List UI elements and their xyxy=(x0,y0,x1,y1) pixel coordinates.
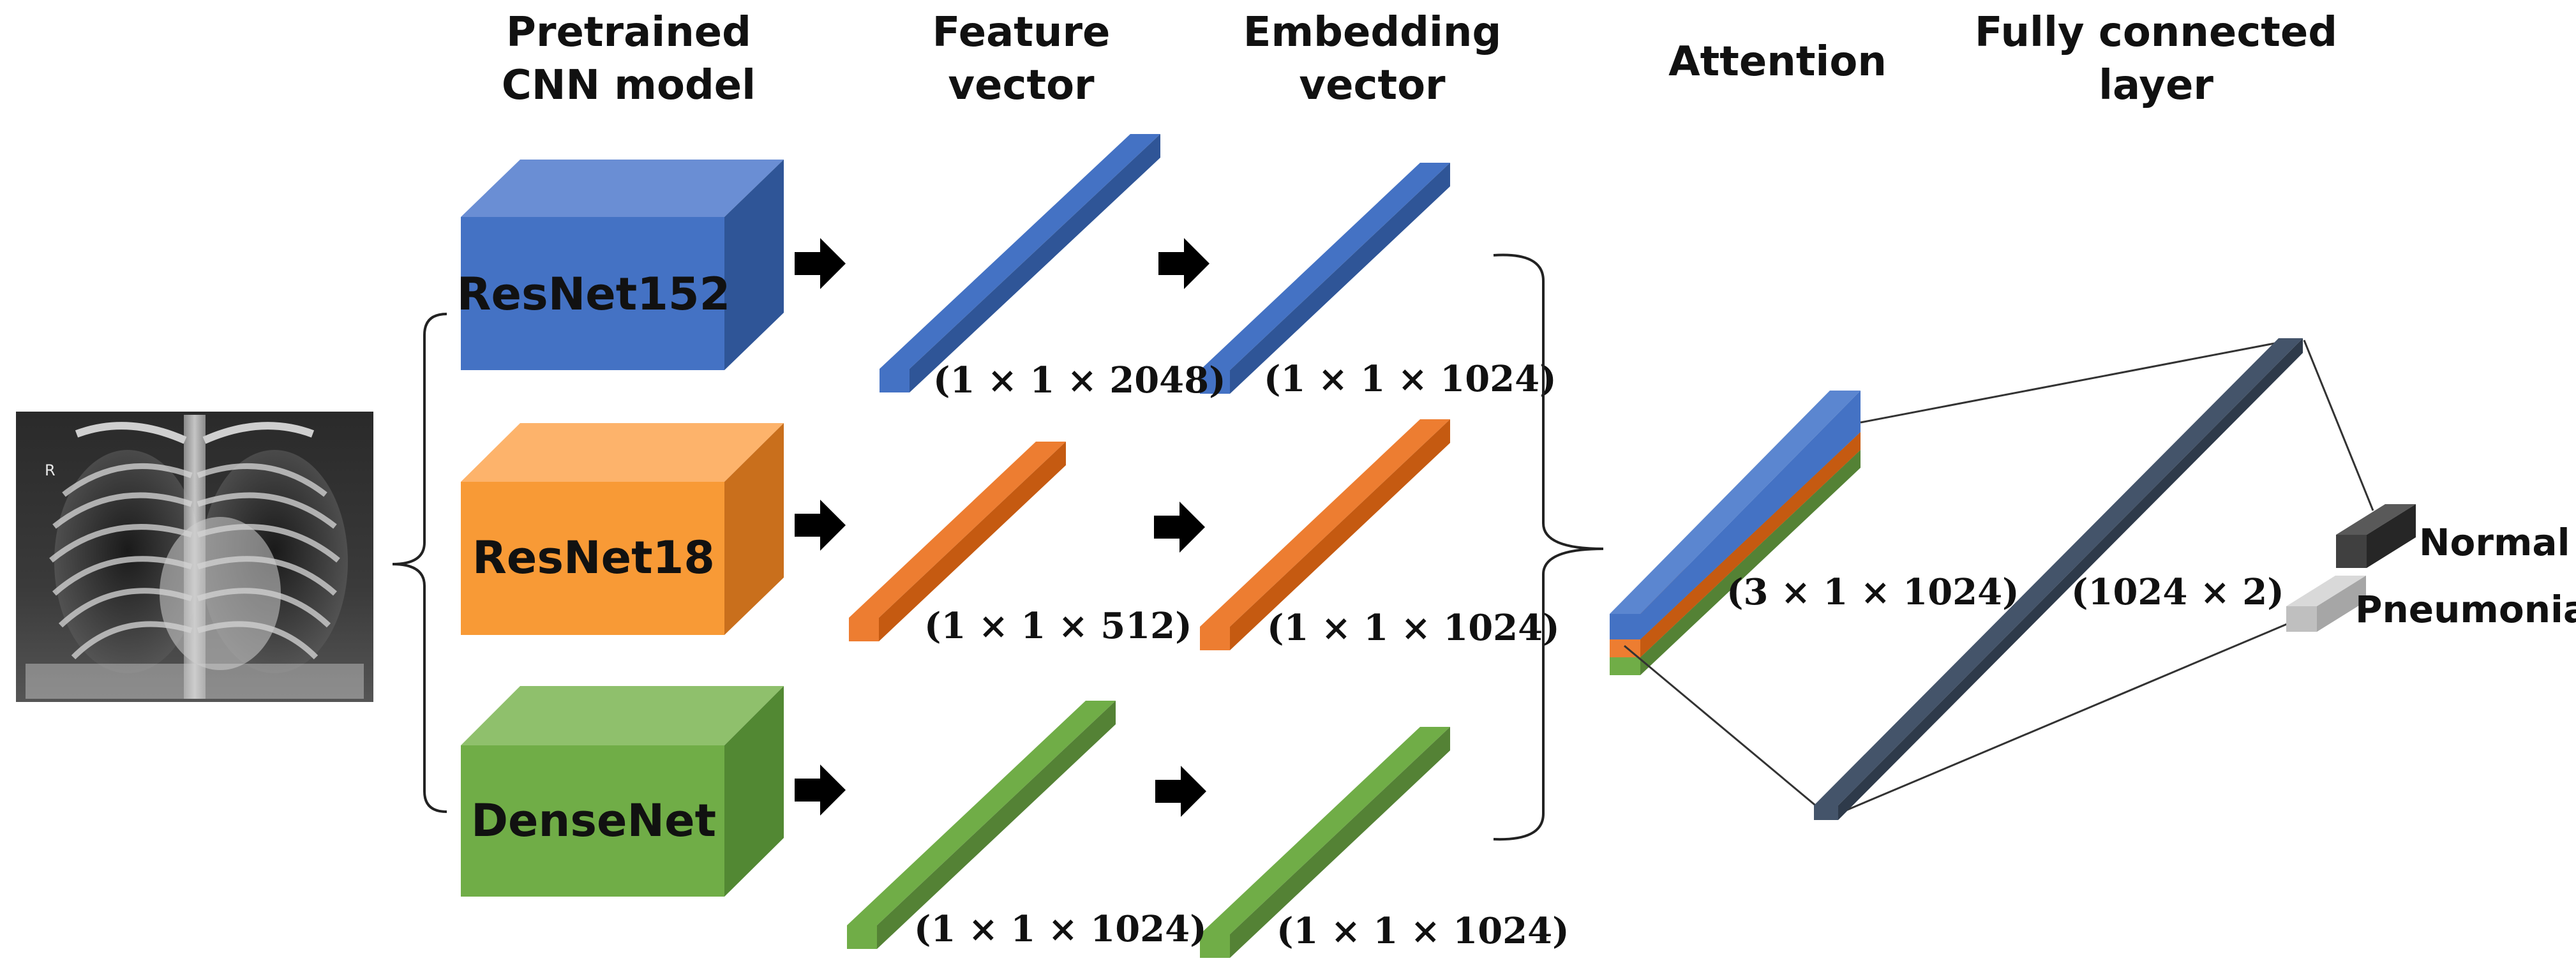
arrow-right-icon xyxy=(1155,766,1206,817)
header-embedding-line2: vector xyxy=(1299,62,1446,109)
dim-attention: (3 × 1 × 1024) xyxy=(1726,571,2019,613)
connection-lines xyxy=(1624,339,2374,815)
xray-side-marker: R xyxy=(45,461,56,479)
arrow-right-icon xyxy=(795,765,846,816)
header-fc-line2: layer xyxy=(2099,62,2213,109)
densenet-embedding-vector xyxy=(1200,727,1450,958)
left-brace xyxy=(392,313,447,813)
dim-resnet152-feature: (1 × 1 × 2048) xyxy=(933,359,1226,401)
output-normal-block xyxy=(2336,504,2416,568)
resnet152-cube: ResNet152 xyxy=(457,160,784,370)
output-pneumonia-label: Pneumonia xyxy=(2355,588,2576,631)
header-pretrained-line1: Pretrained xyxy=(506,9,751,56)
arrow-right-icon xyxy=(795,238,846,289)
dim-resnet18-embedding: (1 × 1 × 1024) xyxy=(1267,607,1560,649)
header-pretrained-line2: CNN model xyxy=(502,62,756,109)
dim-resnet152-embedding: (1 × 1 × 1024) xyxy=(1264,358,1557,400)
dim-densenet-feature: (1 × 1 × 1024) xyxy=(914,908,1207,950)
dim-resnet18-feature: (1 × 1 × 512) xyxy=(924,605,1192,647)
resnet152-feature-vector xyxy=(880,134,1160,392)
densenet-label: DenseNet xyxy=(471,795,716,847)
header-attention: Attention xyxy=(1668,38,1887,86)
arrow-right-icon xyxy=(795,500,846,551)
right-brace xyxy=(1493,253,1604,841)
fc-layer-vector xyxy=(1814,338,2303,820)
header-embedding-line1: Embedding xyxy=(1243,9,1502,56)
attention-stacked-vector xyxy=(1610,391,1861,675)
resnet18-label: ResNet18 xyxy=(472,532,715,584)
resnet18-feature-vector xyxy=(849,442,1066,641)
dim-densenet-embedding: (1 × 1 × 1024) xyxy=(1277,910,1569,952)
header-embedding-vector: Embedding vector xyxy=(1243,9,1502,109)
header-feature-vector: Feature vector xyxy=(932,9,1111,109)
header-feature-line1: Feature xyxy=(932,9,1111,56)
densenet-cube: DenseNet xyxy=(461,686,784,897)
header-pretrained-cnn: Pretrained CNN model xyxy=(502,9,756,109)
header-feature-line2: vector xyxy=(948,62,1095,109)
header-fully-connected: Fully connected layer xyxy=(1975,9,2337,109)
chest-xray-image: R xyxy=(16,412,373,702)
output-pneumonia-block xyxy=(2286,576,2366,632)
resnet18-cube: ResNet18 xyxy=(461,423,784,635)
resnet152-embedding-vector xyxy=(1200,163,1450,394)
arrow-right-icon xyxy=(1158,238,1209,289)
dim-fc: (1024 × 2) xyxy=(2071,571,2284,613)
arrow-right-icon xyxy=(1154,502,1205,553)
densenet-feature-vector xyxy=(847,701,1116,949)
resnet18-embedding-vector xyxy=(1200,419,1450,650)
resnet152-label: ResNet152 xyxy=(457,268,731,320)
output-normal-label: Normal xyxy=(2419,521,2570,564)
header-fc-line1: Fully connected xyxy=(1975,9,2337,56)
